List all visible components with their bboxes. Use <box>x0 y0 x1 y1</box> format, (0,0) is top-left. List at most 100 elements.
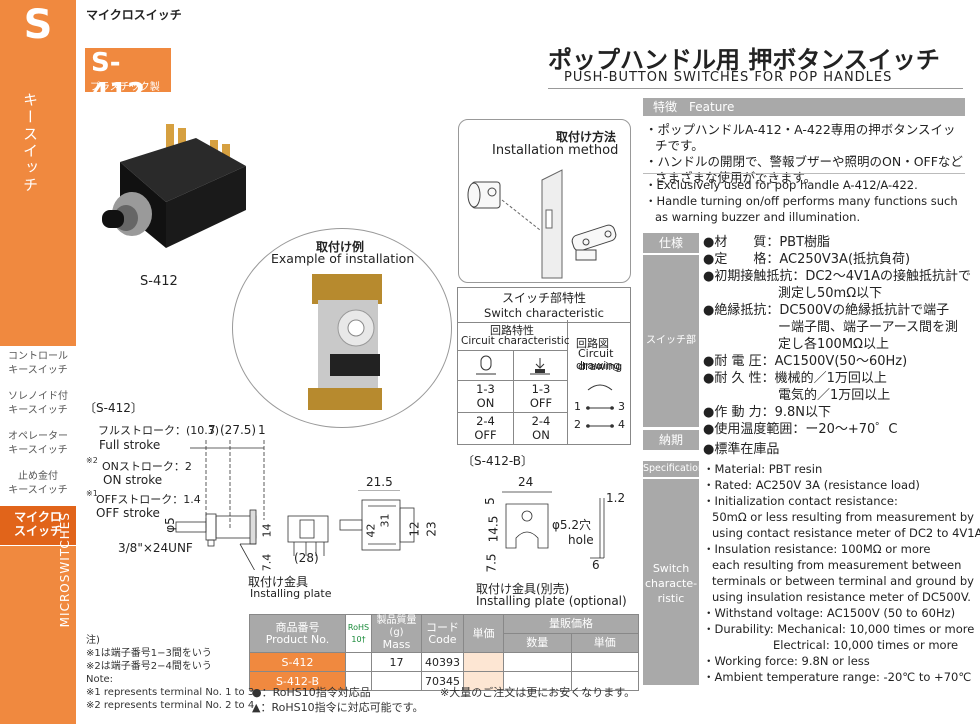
switch-char-col2-jp: 回路図 <box>576 337 609 350</box>
spec-jp-list: ●材 質：PBT樹脂 ●定 格：AC250V3A(抵抗負荷) ●初期接触抵抗：D… <box>703 235 972 457</box>
switch-char-title-jp: スイッチ部特性 <box>501 291 586 305</box>
terminal-3: 3 <box>618 400 625 413</box>
install-example-en: Example of installation <box>271 251 415 266</box>
note-en-title: Note: <box>86 674 114 685</box>
install-method-box <box>458 119 631 283</box>
col-volume-price: 量販価格 <box>503 614 639 634</box>
drawing-b-label: 〔S-412-B〕 <box>462 454 533 468</box>
switch-char-col2-en2: drawing <box>576 359 621 372</box>
switch-label-jp: スイッチ部特性 <box>643 255 699 518</box>
dim-31: 31 <box>378 513 392 528</box>
col-mass: 製品質量(g)Mass <box>371 614 422 653</box>
note-jp-title: 注) <box>86 635 100 646</box>
dim-7-5: 7.5 <box>484 553 499 573</box>
dim-27-5: (27.5) <box>220 423 257 437</box>
sidebar-item-stopper[interactable]: 止め金付 キースイッチ <box>0 466 76 506</box>
sidebar-item-operator[interactable]: オペレーター キースイッチ <box>0 426 76 466</box>
switch-char-col1-en: Circuit characteristic <box>461 335 570 347</box>
col-unit-price: 単価 <box>463 614 504 653</box>
on-stroke-en: ON stroke <box>103 473 163 487</box>
sidebar-english-title: MICROSWITCHES <box>58 512 72 628</box>
feature-en-2: ・Handle turning on/off performs many fun… <box>645 194 958 224</box>
feature-jp-list: ・ポップハンドルA-412・A-422専用の押ボタンスイッチです。 ・ハンドルの… <box>645 122 967 186</box>
dim-14: 14 <box>260 523 274 538</box>
col-rohs: RoHS 10† <box>345 614 372 653</box>
spec-en-list: ・Material: PBT resin ・Rated: AC250V 3A (… <box>703 462 980 684</box>
dim-24: 24 <box>518 475 534 489</box>
category-label: マイクロスイッチ <box>86 8 182 22</box>
delivery-label-jp: 納期 <box>643 430 699 450</box>
rohs-legend-2: ▲：RoHS10指令に対応可能です。 <box>252 701 424 714</box>
rohs-legend-1: ●：RoHS10指令対応品 <box>252 686 371 699</box>
switch-char-col2-en: Circuit drawing <box>578 347 623 373</box>
sidebar-menu: コントロール キースイッチ ソレノイド付 キースイッチ オペレーター キースイッ… <box>0 346 76 546</box>
off-stroke-jp: OFFストローク：1.4 <box>96 493 201 506</box>
drawing-a-bottom-view <box>287 515 329 556</box>
feature-jp-1: ・ポップハンドルA-412・A-422専用の押ボタンスイッチです。 <box>645 122 956 153</box>
spec-label-en: Specifications <box>643 461 709 477</box>
plate-b-en: Installing plate (optional) <box>476 594 627 608</box>
model-material: プラスチック製 <box>90 82 160 93</box>
sidebar-item-microswitch[interactable]: マイクロ スイッチ <box>0 506 76 546</box>
install-example-circle <box>232 228 452 428</box>
terminal-2: 2 <box>574 418 581 431</box>
install-method-jp: 取付け方法 <box>556 130 617 144</box>
switch-char-title-en: Switch characteristic <box>458 306 630 323</box>
off-stroke-en: OFF stroke <box>96 506 160 520</box>
col-qty: 数量 <box>503 633 572 653</box>
sidebar-letter: S <box>23 2 53 48</box>
drawing-a-label: 〔S-412〕 <box>84 401 143 415</box>
terminal-1: 1 <box>574 400 581 413</box>
dim-6: 6 <box>592 558 600 572</box>
install-method-en: Installation method <box>492 143 619 158</box>
mark-2: ※2 <box>86 456 98 465</box>
switch-char-r2c2: 2-4 ON <box>531 414 551 442</box>
dim-7-4: 7.4 <box>260 553 274 572</box>
install-example-jp: 取付け例 <box>316 240 365 254</box>
col-price: 単価 <box>570 633 639 653</box>
feature-en-1: ・Exclusively used for pop handle A-412/A… <box>645 178 918 192</box>
button-pressed-icon <box>530 358 550 375</box>
dim-7: 7 <box>208 423 216 437</box>
plate-en: Installing plate <box>250 587 332 600</box>
photo-caption: S-412 <box>140 274 178 289</box>
circuit-drawing <box>586 384 614 428</box>
dim-1-2: 1.2 <box>606 491 626 505</box>
note-jp-2: ※2は端子番号2−4間をいう <box>86 661 212 672</box>
page-title-en: PUSH-BUTTON SWITCHES FOR POP HANDLES <box>564 70 893 85</box>
install-method-drawing <box>467 169 617 279</box>
sidebar-item-solenoid[interactable]: ソレノイド付 キースイッチ <box>0 386 76 426</box>
switch-char-table: スイッチ部特性 Switch characteristic 回路特性 Circu… <box>457 287 631 445</box>
plate-jp: 取付け金具 <box>248 575 309 589</box>
terminal-4: 4 <box>618 418 625 431</box>
hole-label-en: hole <box>568 533 594 547</box>
dim-14-5: 14.5 <box>486 515 501 543</box>
dim-12: 12 <box>407 521 422 537</box>
table-row: S-412-B 70345 <box>249 671 639 691</box>
drawing-b-plate <box>502 491 605 559</box>
thread-spec: 3/8"×24UNF <box>118 541 193 555</box>
button-released-icon <box>476 355 496 375</box>
note-jp-1: ※1は端子番号1−3間をいう <box>86 648 212 659</box>
sidebar-item-control[interactable]: コントロール キースイッチ <box>0 346 76 386</box>
feature-en-list: ・Exclusively used for pop handle A-412/A… <box>645 177 965 225</box>
sidebar-title: キースイッチ <box>21 92 39 194</box>
bulk-note: ※大量のご注文は更にお安くなります。 <box>440 686 636 699</box>
switch-char-r2c1: 2-4 OFF <box>474 414 497 442</box>
on-stroke-jp: ONストローク：2 <box>102 460 192 473</box>
page-title-jp: ポップハンドル用 押ボタンスイッチ <box>548 46 940 74</box>
spec-label-jp: 仕様 <box>643 233 699 253</box>
mark-1: ※1 <box>86 489 98 498</box>
dim-1: 1 <box>258 423 266 437</box>
dim-5: 5 <box>482 497 497 505</box>
hole-size: φ5.2穴 <box>552 518 592 532</box>
model-number: S-412 <box>91 48 146 108</box>
dim-42: 42 <box>364 523 378 538</box>
install-example-photo <box>308 274 382 410</box>
switch-char-r1c1: 1-3 ON <box>476 382 495 410</box>
switch-char-r1c2: 1-3 OFF <box>529 382 553 410</box>
note-en-1: ※1 represents terminal No. 1 to 3. <box>86 687 258 698</box>
